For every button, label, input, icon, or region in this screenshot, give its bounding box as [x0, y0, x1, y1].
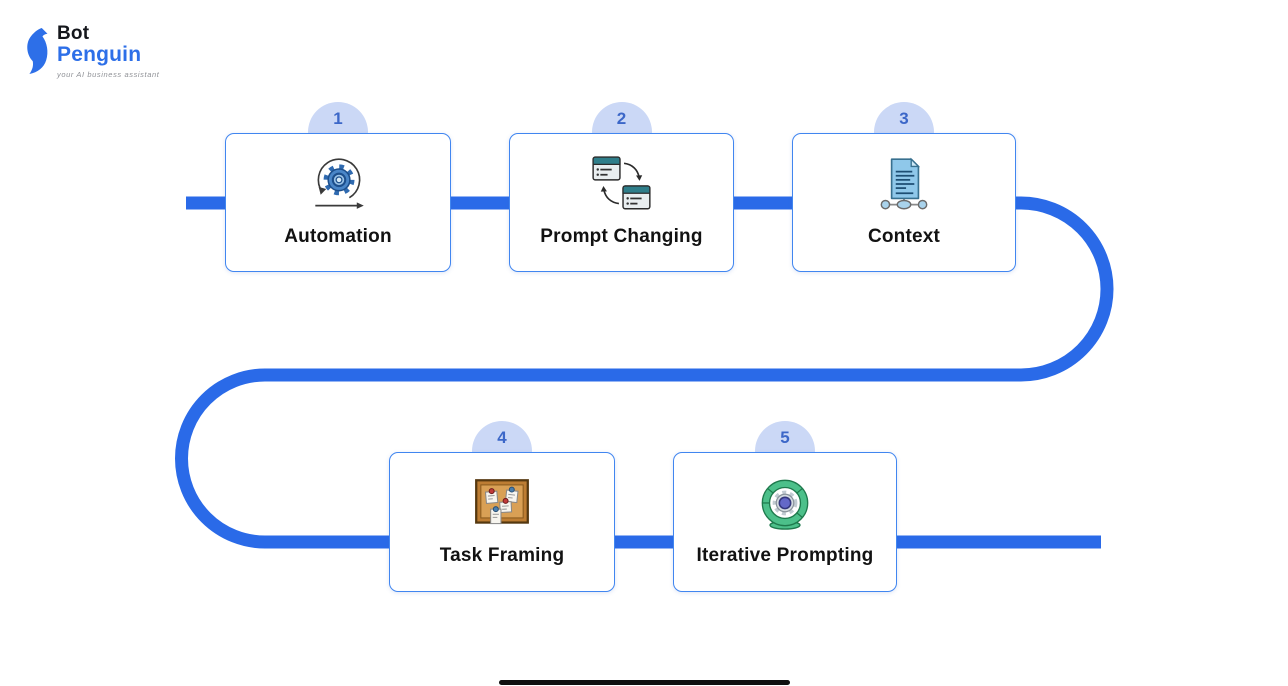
step-label: Context — [867, 226, 941, 247]
step-number: 5 — [780, 428, 790, 447]
step-card-prompt-changing: 2 Prompt Changing — [509, 102, 734, 272]
gesture-bar — [499, 680, 790, 685]
logo-word-bot: Bot — [57, 23, 90, 44]
corkboard-notes-icon — [475, 479, 529, 525]
step-number: 2 — [616, 109, 627, 128]
step-label: Iterative Prompting — [696, 545, 874, 566]
step-label: Task Framing — [439, 545, 565, 566]
step-card-context: 3 Context — [792, 102, 1016, 272]
document-network-icon — [880, 157, 928, 210]
logo-tagline: your AI business assistant — [57, 70, 160, 79]
botpenguin-logo: Bot Penguin your AI business assistant — [20, 24, 159, 79]
swap-windows-icon — [591, 156, 651, 210]
iterative-loop-gear-icon — [761, 479, 809, 530]
step-number: 3 — [899, 109, 909, 128]
step-number: 1 — [333, 109, 343, 128]
automation-loop-gear-icon — [315, 158, 364, 209]
step-card-iterative-prompting: 5 Iterative Prompting — [673, 421, 897, 592]
step-label: Prompt Changing — [540, 226, 703, 247]
step-number: 4 — [497, 428, 507, 447]
step-card-automation: 1 Automation — [225, 102, 451, 272]
step-label: Automation — [284, 226, 392, 247]
step-card-task-framing: 4 — [389, 421, 615, 592]
logo-word-penguin: Penguin — [57, 43, 142, 66]
penguin-icon — [27, 28, 48, 74]
